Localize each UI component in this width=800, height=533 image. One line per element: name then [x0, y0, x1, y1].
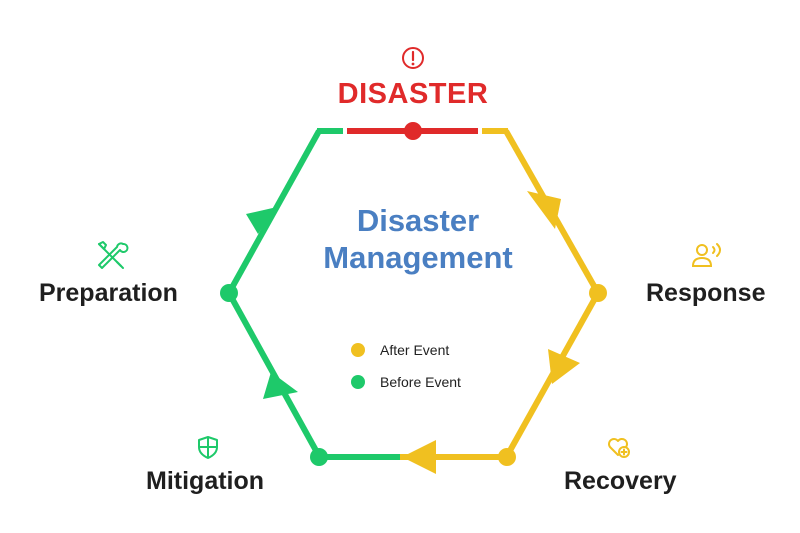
node-disaster	[404, 122, 422, 140]
heart-plus-icon	[608, 438, 630, 458]
legend-dot-before-event	[351, 375, 365, 389]
person-speaking-icon	[691, 243, 721, 267]
center-title-line1: Disaster	[356, 203, 480, 238]
stage-label-mitigation: Mitigation	[146, 467, 265, 495]
edge-preparation-to-disaster	[226, 129, 322, 295]
arrow-preparation-to-disaster	[246, 207, 277, 234]
legend-label-after-event: After Event	[380, 342, 450, 358]
shield-icon	[198, 436, 218, 459]
node-response	[589, 284, 607, 302]
alert-icon	[402, 47, 424, 69]
tools-icon	[98, 241, 129, 269]
arrow-disaster-to-response	[527, 191, 561, 229]
arrow-recovery-to-mitigation	[402, 440, 436, 474]
node-recovery	[498, 448, 516, 466]
center-title-line2: Management	[323, 240, 513, 275]
center-title: Disaster Management	[300, 202, 536, 276]
node-mitigation	[310, 448, 328, 466]
stage-label-response: Response	[646, 279, 766, 307]
legend-dot-after-event	[351, 343, 365, 357]
stage-label-recovery: Recovery	[564, 467, 677, 495]
disaster-title: DISASTER	[337, 78, 489, 110]
stage-label-preparation: Preparation	[39, 279, 178, 307]
node-preparation	[220, 284, 238, 302]
arrow-response-to-recovery	[548, 349, 580, 384]
arrow-mitigation-to-preparation	[263, 372, 298, 399]
legend-label-before-event: Before Event	[380, 374, 461, 390]
